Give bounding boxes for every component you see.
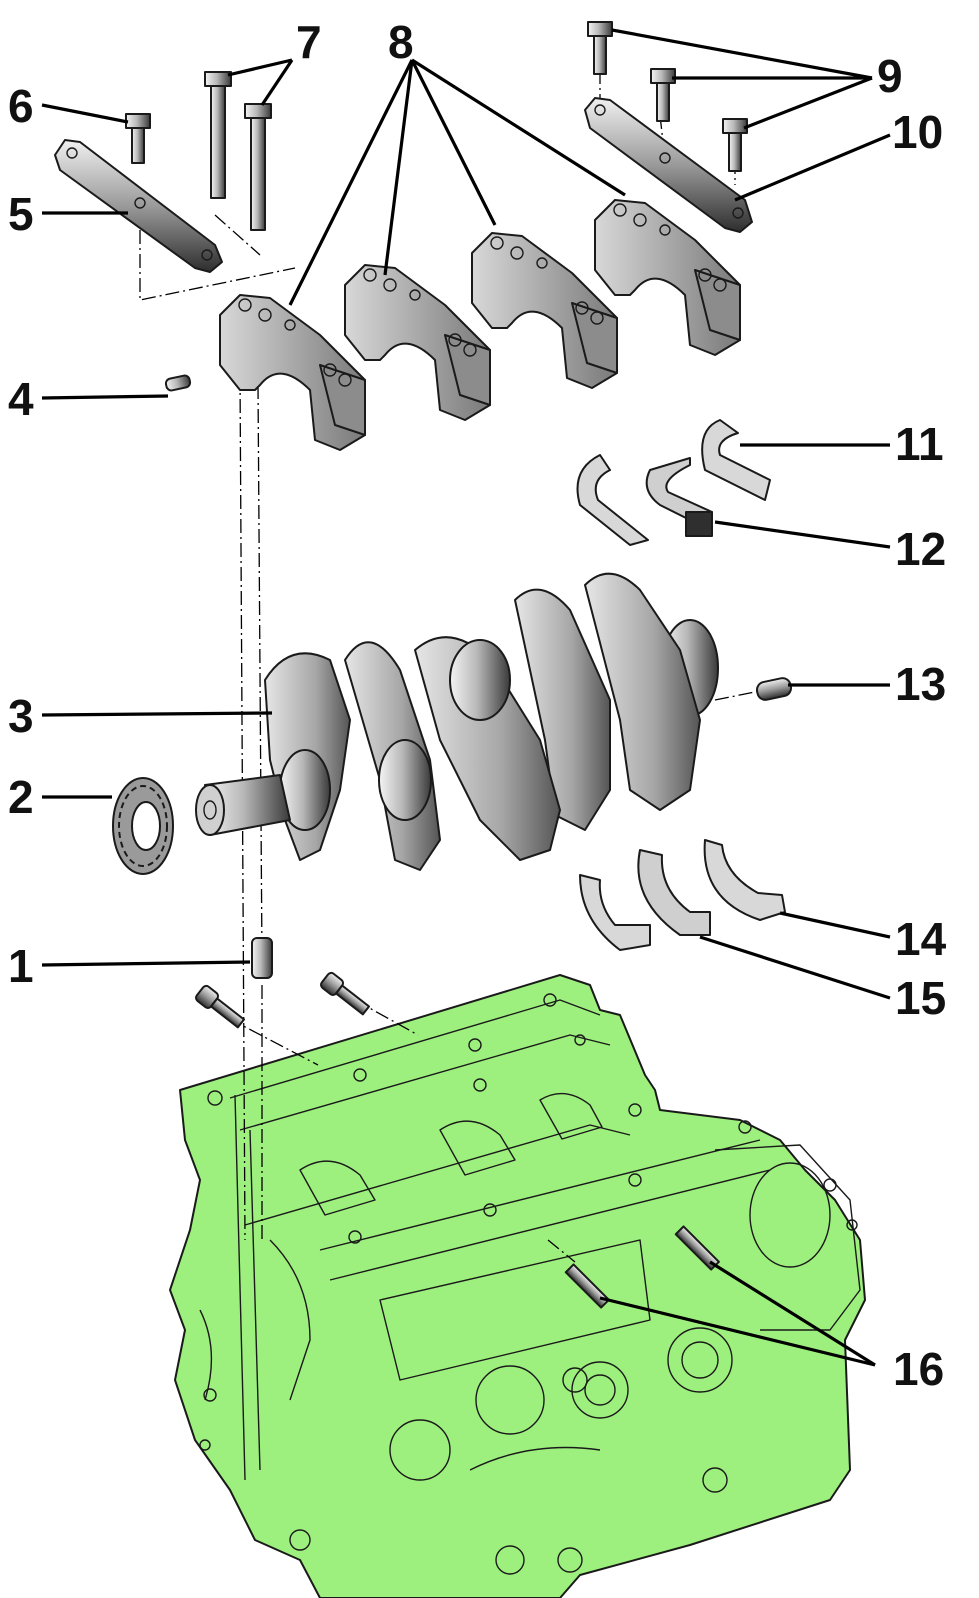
- callout-7: 7: [296, 16, 322, 68]
- bolt: [195, 984, 245, 1029]
- stud: [564, 1263, 610, 1309]
- callout-1: 1: [8, 940, 34, 992]
- timing-sprocket: [112, 777, 174, 875]
- bearing-cap: [219, 294, 366, 451]
- callout-5: 5: [8, 188, 34, 240]
- callout-11: 11: [895, 418, 944, 470]
- callout-9: 9: [877, 50, 903, 102]
- dowel-pin: [755, 677, 793, 701]
- bolt: [587, 21, 613, 75]
- bolt: [125, 113, 151, 164]
- bearing-cap: [471, 232, 618, 389]
- dowel-pin: [251, 937, 273, 979]
- callout-14: 14: [895, 913, 947, 965]
- bearing-cap: [344, 264, 491, 421]
- callouts: 1 2 3 4 5 6 7 8 9 10 11 12 13 14 15 16: [8, 16, 947, 1395]
- callout-10: 10: [892, 106, 943, 158]
- callout-16: 16: [893, 1343, 944, 1395]
- callout-8: 8: [388, 16, 414, 68]
- bearing-caps: [219, 199, 741, 451]
- crankshaft: [195, 572, 719, 871]
- engine-block: [169, 974, 866, 1598]
- cap-plate-left: [54, 139, 223, 273]
- leader-lines: [41, 28, 891, 1367]
- bolt: [244, 103, 272, 231]
- lower-bearing-shells: [579, 839, 786, 951]
- callout-13: 13: [895, 658, 946, 710]
- callout-3: 3: [8, 690, 34, 742]
- callout-12: 12: [895, 523, 946, 575]
- bearing-cap: [594, 199, 741, 356]
- bolt: [320, 971, 370, 1016]
- dowel-pin: [164, 374, 192, 392]
- bolt: [650, 68, 676, 122]
- bolt: [204, 71, 232, 199]
- callout-2: 2: [8, 771, 34, 823]
- dowels: [164, 374, 793, 979]
- upper-thrust-washers: [576, 419, 771, 546]
- bolt: [722, 118, 748, 172]
- cap-plate-right: [584, 97, 753, 233]
- callout-15: 15: [895, 972, 946, 1024]
- callout-6: 6: [8, 80, 34, 132]
- callout-4: 4: [8, 373, 34, 425]
